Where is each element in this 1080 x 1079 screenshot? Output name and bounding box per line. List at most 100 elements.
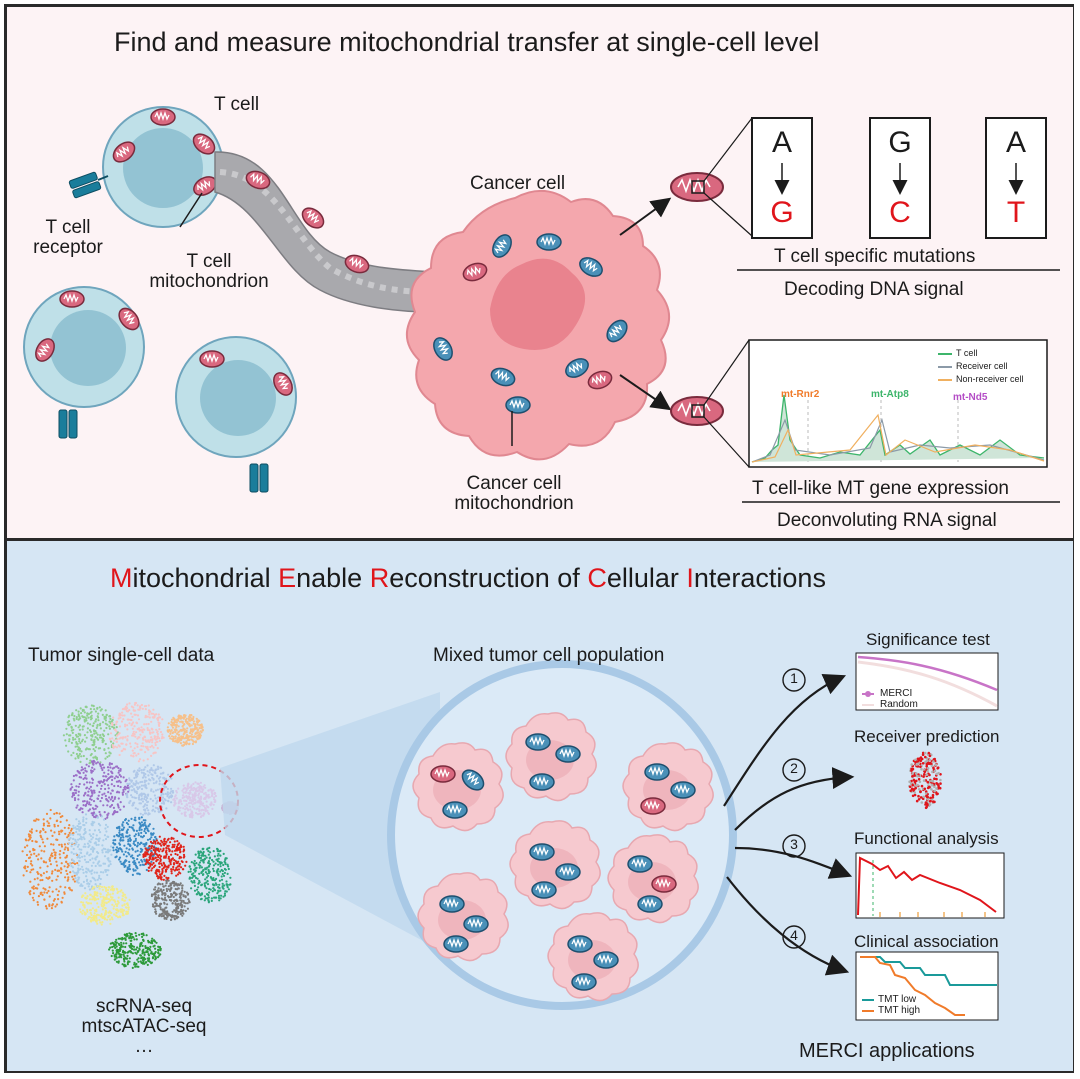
- umap-point: [137, 957, 140, 960]
- umap-point: [134, 837, 137, 841]
- umap-point: [105, 713, 108, 716]
- umap-point: [126, 954, 129, 958]
- umap-point: [118, 732, 121, 735]
- umap-point: [147, 809, 150, 812]
- umap-point: [154, 896, 157, 899]
- app-2-title: Receiver prediction: [854, 727, 1000, 746]
- umap-point: [91, 898, 94, 901]
- umap-point: [127, 790, 130, 793]
- umap-point: [152, 752, 155, 755]
- umap-point: [183, 901, 186, 904]
- umap-point: [190, 724, 193, 727]
- receiver-point: [920, 784, 924, 788]
- receptor-label-line1: T cell: [45, 217, 91, 238]
- umap-point: [115, 945, 118, 948]
- umap-point: [111, 949, 114, 952]
- umap-point: [146, 853, 149, 856]
- umap-point: [197, 891, 200, 895]
- umap-point: [206, 893, 209, 896]
- umap-point: [70, 851, 73, 854]
- umap-point: [83, 800, 86, 803]
- umap-point: [124, 707, 127, 710]
- umap-point: [99, 882, 102, 886]
- umap-point: [71, 842, 74, 845]
- umap-point: [82, 871, 85, 874]
- umap-point: [134, 773, 137, 776]
- umap-point: [172, 882, 175, 885]
- umap-point: [173, 849, 177, 852]
- umap-point: [145, 950, 148, 953]
- umap-point: [198, 881, 201, 884]
- umap-point: [115, 914, 118, 918]
- umap-point: [54, 868, 57, 872]
- umap-point: [188, 805, 191, 808]
- umap-point: [142, 819, 145, 822]
- umap-point: [74, 724, 77, 727]
- umap-point: [167, 722, 170, 725]
- umap-point: [94, 736, 97, 739]
- umap-point: [136, 858, 139, 861]
- umap-point: [184, 742, 187, 745]
- umap-point: [136, 946, 139, 949]
- umap-point: [174, 894, 177, 897]
- umap-point: [98, 860, 101, 863]
- umap-point: [197, 882, 200, 885]
- umap-point: [199, 864, 202, 867]
- umap-point: [101, 768, 104, 772]
- umap-point: [140, 859, 143, 862]
- umap-point: [118, 827, 121, 830]
- umap-point: [132, 945, 136, 948]
- umap-point: [153, 840, 156, 843]
- umap-point: [71, 736, 75, 739]
- umap-point: [141, 935, 144, 939]
- receiver-point: [924, 801, 928, 804]
- umap-point: [133, 733, 136, 736]
- umap-point: [92, 847, 95, 850]
- umap-point: [60, 843, 63, 846]
- umap-point: [116, 738, 119, 741]
- receiver-point: [931, 783, 934, 787]
- umap-point: [80, 776, 83, 779]
- umap-point: [141, 776, 145, 779]
- umap-point: [128, 788, 131, 792]
- umap-point: [182, 741, 185, 744]
- umap-point: [181, 884, 184, 887]
- umap-point: [96, 761, 99, 764]
- umap-point: [209, 851, 212, 854]
- umap-point: [137, 834, 140, 837]
- umap-point: [126, 707, 129, 710]
- umap-point: [85, 781, 89, 784]
- umap-point: [153, 944, 156, 947]
- umap-point: [120, 908, 124, 911]
- umap-point: [139, 864, 142, 867]
- umap-point: [91, 907, 94, 910]
- umap-point: [147, 959, 150, 962]
- umap-point: [101, 793, 104, 796]
- umap-point: [95, 893, 98, 896]
- umap-point: [71, 870, 75, 873]
- umap-point: [41, 838, 44, 841]
- umap-point: [183, 890, 186, 893]
- umap-point: [169, 732, 172, 736]
- umap-point: [122, 718, 125, 721]
- umap-point: [125, 710, 128, 713]
- umap-point: [167, 855, 170, 859]
- receiver-point: [924, 760, 927, 763]
- umap-point: [179, 742, 182, 745]
- umap-point: [184, 718, 187, 721]
- umap-point: [212, 850, 215, 853]
- umap-point: [142, 843, 145, 846]
- umap-point: [191, 814, 194, 817]
- umap-point: [93, 912, 96, 915]
- umap-point: [152, 893, 155, 896]
- umap-point: [207, 868, 210, 872]
- umap-point: [227, 867, 230, 871]
- app-1-legend-merci: MERCI: [880, 688, 913, 699]
- umap-point: [189, 815, 192, 819]
- umap-point: [147, 954, 151, 957]
- umap-point: [157, 767, 160, 771]
- umap-point: [88, 916, 92, 919]
- receiver-point: [911, 772, 914, 775]
- umap-point: [122, 776, 125, 779]
- umap-point: [77, 718, 80, 721]
